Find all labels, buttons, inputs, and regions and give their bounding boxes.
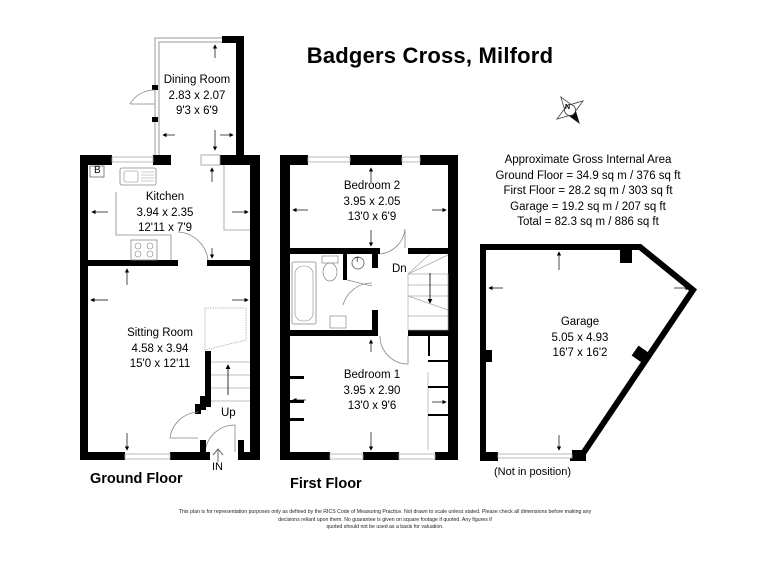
- garage-note: (Not in position): [494, 466, 572, 478]
- room-imperial: 15'0 x 12'11: [129, 358, 191, 370]
- disclaimer-line-1: This plan is for representation purposes…: [178, 509, 592, 515]
- room-metric: 3.95 x 2.05: [343, 195, 401, 208]
- ground-floor-plan: [80, 36, 260, 462]
- first-floor-plan: [280, 155, 458, 460]
- area-heading: Approximate Gross Internal Area: [504, 154, 672, 166]
- area-first-floor: First Floor = 28.2 sq m / 303 sq ft: [503, 185, 673, 197]
- garage-plan: [480, 244, 698, 461]
- room-metric: 2.83 x 2.07: [168, 89, 226, 102]
- room-metric: 3.95 x 2.90: [343, 384, 401, 397]
- stairs-down-label: Dn: [392, 263, 407, 275]
- ground-floor-label: Ground Floor: [90, 471, 183, 487]
- room-metric: 4.58 x 3.94: [131, 342, 189, 355]
- entrance-label: IN: [212, 461, 223, 473]
- room-name: Sitting Room: [127, 327, 193, 339]
- room-sitting-room: Sitting Room 4.58 x 3.94 15'0 x 12'11: [100, 326, 220, 373]
- room-imperial: 13'0 x 6'9: [347, 211, 397, 223]
- area-total: Total = 82.3 sq m / 886 sq ft: [517, 216, 659, 228]
- room-name: Bedroom 1: [343, 369, 401, 381]
- room-metric: 5.05 x 4.93: [551, 331, 609, 344]
- room-name: Bedroom 2: [343, 180, 401, 192]
- first-floor-label: First Floor: [290, 476, 362, 492]
- room-name: Dining Room: [163, 74, 231, 86]
- room-bedroom-1: Bedroom 1 3.95 x 2.90 13'0 x 9'6: [312, 368, 432, 415]
- property-title: Badgers Cross, Milford: [306, 43, 554, 68]
- room-name: Kitchen: [145, 191, 185, 203]
- area-garage: Garage = 19.2 sq m / 207 sq ft: [510, 200, 666, 213]
- room-bedroom-2: Bedroom 2 3.95 x 2.05 13'0 x 6'9: [312, 179, 432, 226]
- disclaimer-line-2: decisions reliant upon them. No guarante…: [278, 516, 492, 523]
- room-imperial: 9'3 x 6'9: [175, 105, 219, 117]
- stairs-up-label: Up: [221, 407, 236, 419]
- room-imperial: 12'11 x 7'9: [137, 222, 193, 234]
- room-imperial: 16'7 x 16'2: [552, 347, 608, 359]
- tank-label: T: [355, 257, 360, 264]
- boiler-label: B: [94, 165, 101, 176]
- area-summary: Approximate Gross Internal Area Ground F…: [468, 153, 708, 231]
- area-ground-floor: Ground Floor = 34.9 sq m / 376 sq ft: [495, 169, 681, 182]
- disclaimer-line-3: quoted should not be used as a basis for…: [326, 524, 444, 530]
- room-name: Garage: [560, 316, 600, 328]
- room-imperial: 13'0 x 9'6: [347, 400, 397, 412]
- room-garage: Garage 5.05 x 4.93 16'7 x 16'2: [525, 315, 635, 362]
- compass-north-label: N: [565, 104, 571, 111]
- room-kitchen: Kitchen 3.94 x 2.35 12'11 x 7'9: [110, 190, 220, 237]
- room-metric: 3.94 x 2.35: [136, 206, 194, 219]
- room-dining-room: Dining Room 2.83 x 2.07 9'3 x 6'9: [158, 73, 236, 120]
- disclaimer: This plan is for representation purposes…: [150, 509, 620, 532]
- north-compass-icon: [555, 95, 585, 125]
